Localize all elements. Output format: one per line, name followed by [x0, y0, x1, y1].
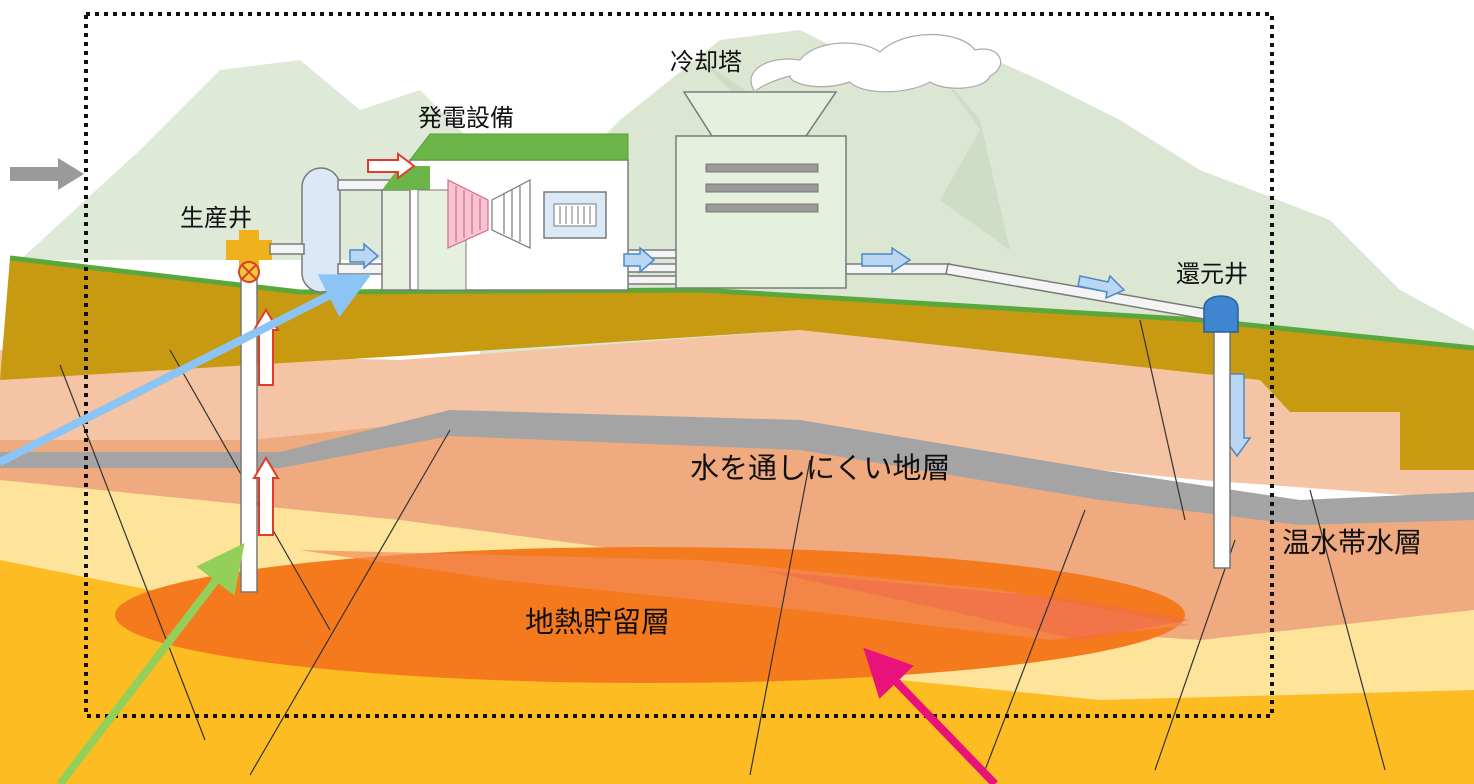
impermeable-band: [0, 410, 1474, 525]
production-well-pipe: [240, 277, 258, 593]
pointer-arrow-magenta: [863, 647, 998, 784]
reinjection-well: [1203, 295, 1239, 569]
power-facility-label: 発電設備: [418, 104, 514, 132]
flow-arrow: [623, 246, 656, 274]
geothermal-reservoir-shape: [115, 547, 1185, 683]
reinjection-well-label: 還元井: [1176, 260, 1248, 288]
grass-line: [9, 255, 1474, 351]
flow-arrow: [1077, 274, 1126, 300]
upflow-arrow: [252, 456, 280, 536]
hot-aquifer-label: 温水帯水層: [1282, 526, 1422, 559]
flow-arrow: [861, 246, 912, 274]
wellhead-valve: [226, 230, 272, 283]
geothermal-reservoir-label: 地熱貯留層: [525, 605, 670, 639]
pink-layer: [0, 330, 1474, 500]
production-well-label: 生産井: [180, 204, 252, 232]
impermeable-layer-label: 水を通しにくい地層: [690, 451, 950, 485]
steam-arrow: [367, 152, 416, 180]
turbine: [447, 179, 489, 249]
cooling-tower: [675, 34, 1002, 289]
separator-tank: [301, 167, 341, 293]
pointer-arrow-blue: [0, 274, 372, 466]
flow-arrow: [349, 242, 380, 270]
pointer-arrow-green: [56, 542, 245, 784]
cooling-tower-label: 冷却塔: [670, 48, 742, 76]
power-building: [367, 133, 629, 291]
steam-cloud: [750, 34, 1002, 93]
